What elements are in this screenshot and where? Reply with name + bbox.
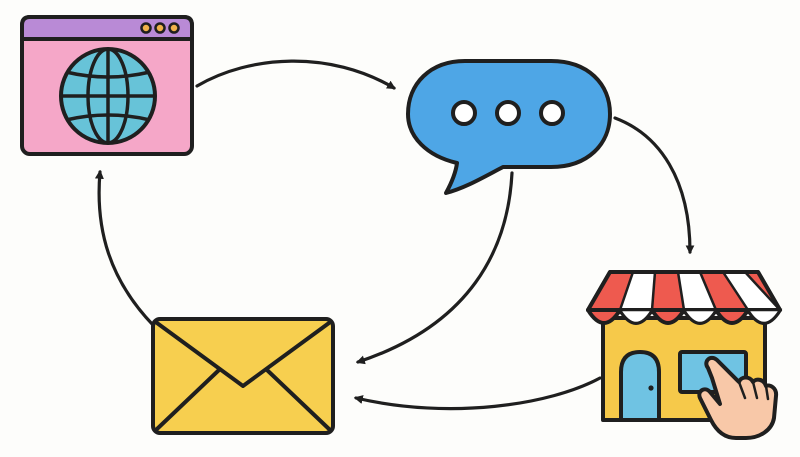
window-dot	[154, 22, 166, 34]
typing-dot	[451, 100, 477, 126]
envelope-icon	[151, 317, 335, 435]
arrow-chat-to-store	[613, 116, 695, 255]
arrow-chat-to-email	[355, 171, 514, 365]
pointing-hand-icon	[697, 355, 779, 440]
window-dot	[168, 22, 180, 34]
globe-icon	[59, 47, 157, 145]
arrow-store-to-email	[353, 376, 602, 411]
email-node	[151, 317, 335, 435]
arrow-email-to-website	[94, 169, 155, 327]
speech-bubble-icon	[406, 59, 612, 195]
arrow-website-to-chat	[195, 59, 396, 90]
globe-browser-icon	[20, 15, 194, 156]
door	[619, 350, 661, 422]
typing-dot	[539, 100, 565, 126]
typing-dot	[495, 100, 521, 126]
store-node	[586, 270, 783, 440]
chat-node	[406, 59, 612, 195]
window-dot	[140, 22, 152, 34]
website-node	[20, 15, 194, 156]
